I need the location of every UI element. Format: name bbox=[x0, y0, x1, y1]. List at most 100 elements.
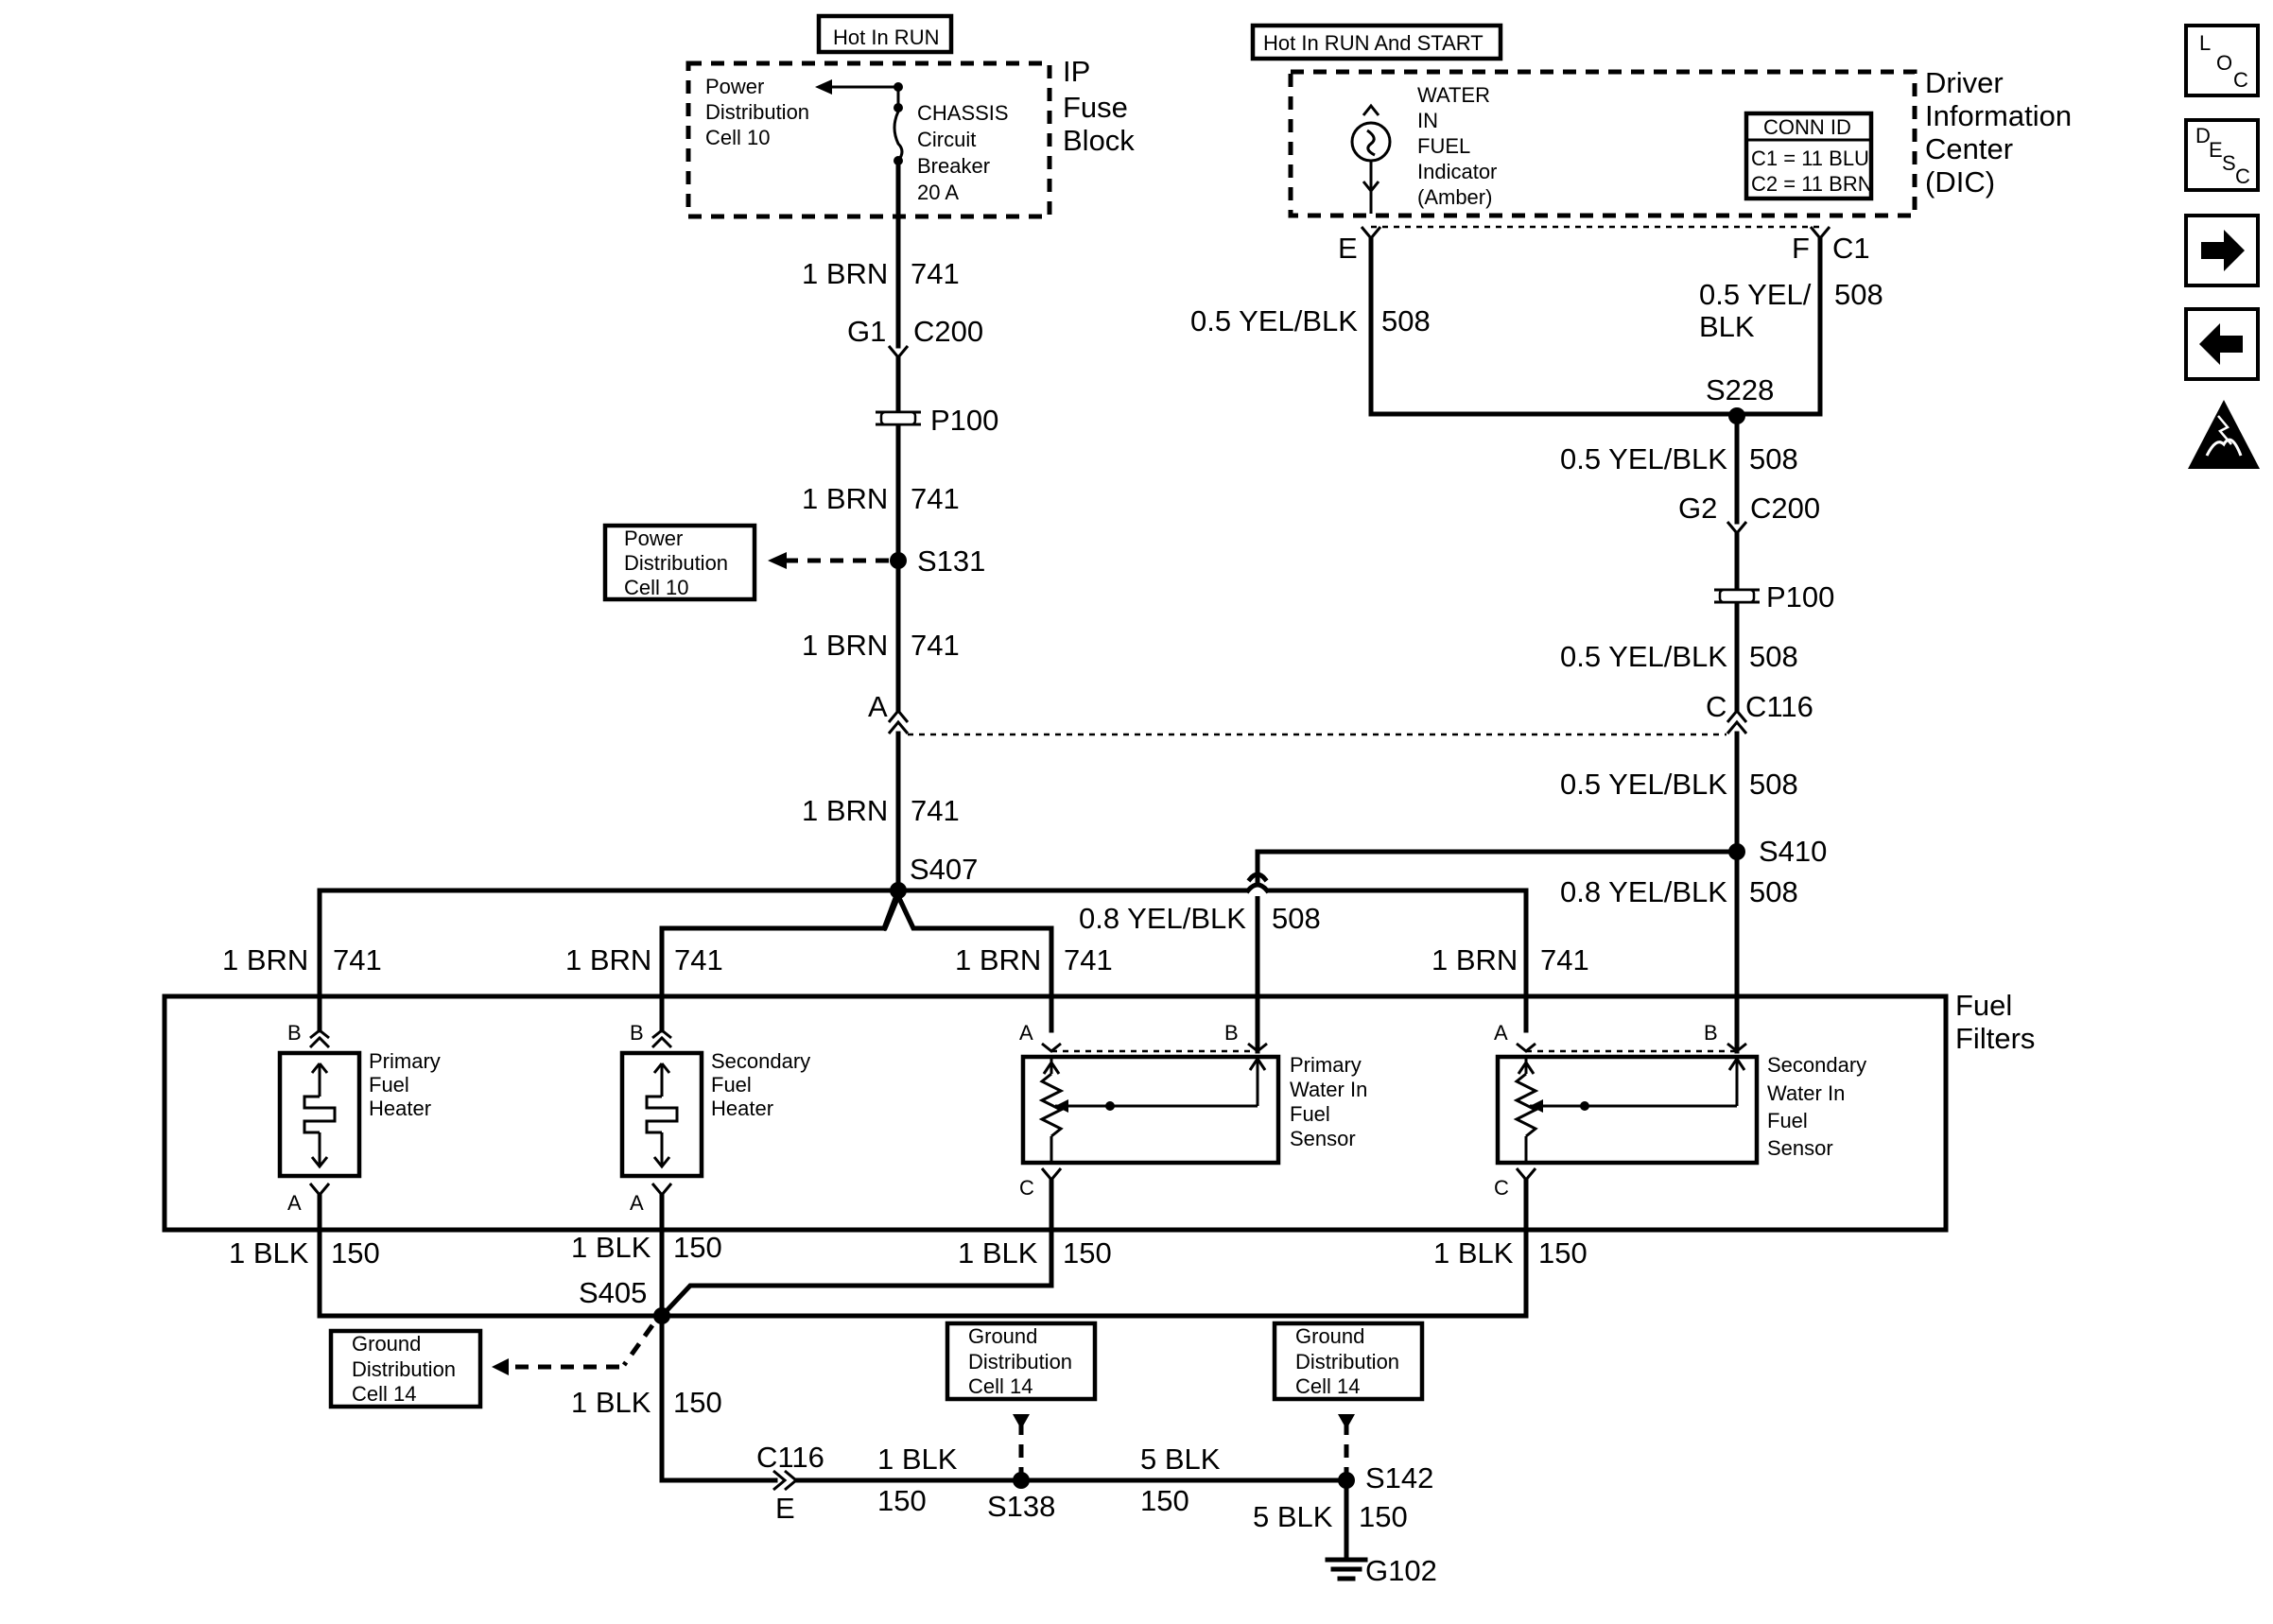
svg-text:IN: IN bbox=[1417, 109, 1438, 132]
circuit-150-ground: 1 BLK 150 1 BLK 150 1 BLK 150 1 BLK 150 … bbox=[229, 1177, 1588, 1587]
prev-page-button[interactable] bbox=[2184, 307, 2260, 381]
svg-text:Distribution: Distribution bbox=[705, 100, 809, 124]
svg-text:Indicator: Indicator bbox=[1417, 160, 1497, 183]
p100-connector-left bbox=[876, 410, 921, 426]
ref-ground-distribution-s138[interactable]: Ground bbox=[968, 1324, 1037, 1348]
svg-text:741: 741 bbox=[674, 943, 723, 976]
splice-s131: S131 bbox=[917, 544, 985, 578]
svg-text:S: S bbox=[2222, 151, 2236, 175]
svg-text:508: 508 bbox=[1749, 875, 1798, 908]
ground-g102: G102 bbox=[1365, 1554, 1437, 1587]
svg-text:D: D bbox=[2195, 124, 2211, 147]
svg-text:FUEL: FUEL bbox=[1417, 134, 1470, 158]
svg-text:741: 741 bbox=[333, 943, 382, 976]
svg-text:(Amber): (Amber) bbox=[1417, 185, 1492, 209]
svg-text:150: 150 bbox=[877, 1484, 927, 1517]
heater-element-icon bbox=[303, 1063, 337, 1169]
svg-text:E: E bbox=[775, 1492, 795, 1525]
svg-text:Cell 10: Cell 10 bbox=[624, 576, 688, 599]
esd-warning-icon bbox=[2188, 400, 2260, 469]
svg-text:1 BRN: 1 BRN bbox=[222, 943, 308, 976]
svg-text:Distribution: Distribution bbox=[1295, 1350, 1399, 1373]
splice-s407: S407 bbox=[910, 853, 978, 886]
svg-text:Fuel: Fuel bbox=[369, 1073, 409, 1097]
svg-text:L: L bbox=[2199, 31, 2211, 55]
sensor-resistor-icon bbox=[1513, 1056, 1746, 1161]
splice-s410: S410 bbox=[1759, 835, 1827, 868]
svg-text:741: 741 bbox=[1540, 943, 1589, 976]
svg-text:Fuel: Fuel bbox=[711, 1073, 752, 1097]
svg-text:0.5 YEL/BLK: 0.5 YEL/BLK bbox=[1560, 442, 1727, 475]
svg-text:Breaker: Breaker bbox=[917, 154, 990, 178]
svg-text:Fuse: Fuse bbox=[1063, 91, 1128, 124]
svg-text:741: 741 bbox=[911, 257, 960, 290]
ip-fuse-block-title: IP bbox=[1063, 55, 1090, 88]
conn-id-box: CONN ID C1 = 11 BLU C2 = 11 BRN bbox=[1744, 111, 1874, 201]
fuel-filters-title: Fuel bbox=[1955, 989, 2012, 1022]
svg-text:508: 508 bbox=[1272, 902, 1321, 935]
splice-s138: S138 bbox=[987, 1490, 1055, 1523]
ref-ground-distribution-s142[interactable]: Ground bbox=[1295, 1324, 1364, 1348]
svg-text:C1 = 11 BLU: C1 = 11 BLU bbox=[1751, 147, 1869, 170]
primary-water-in-fuel-sensor: A B Primary Water In Fuel Sensor bbox=[1019, 1021, 1367, 1200]
arrow-right-icon bbox=[2201, 230, 2245, 271]
svg-text:E: E bbox=[2209, 138, 2223, 162]
svg-text:Cell 14: Cell 14 bbox=[1295, 1374, 1360, 1398]
ref-ground-distribution[interactable]: Ground bbox=[352, 1332, 421, 1356]
svg-text:A: A bbox=[1494, 1021, 1508, 1045]
circuit-breaker-label: CHASSIS bbox=[917, 101, 1009, 125]
svg-text:B: B bbox=[1224, 1021, 1239, 1045]
svg-text:B: B bbox=[287, 1021, 302, 1045]
svg-text:C: C bbox=[2235, 164, 2250, 188]
svg-text:0.5 YEL/BLK: 0.5 YEL/BLK bbox=[1560, 640, 1727, 673]
svg-text:F: F bbox=[1792, 232, 1810, 265]
svg-text:Center: Center bbox=[1925, 132, 2013, 165]
svg-text:1 BLK: 1 BLK bbox=[571, 1386, 651, 1419]
loc-button[interactable]: L O C bbox=[2184, 24, 2260, 97]
svg-text:1 BLK: 1 BLK bbox=[571, 1231, 651, 1264]
svg-text:A: A bbox=[1019, 1021, 1033, 1045]
svg-text:1 BRN: 1 BRN bbox=[1431, 943, 1518, 976]
svg-text:1 BRN: 1 BRN bbox=[802, 629, 888, 662]
svg-text:508: 508 bbox=[1749, 442, 1798, 475]
svg-text:Heater: Heater bbox=[369, 1097, 431, 1120]
svg-text:WATER: WATER bbox=[1417, 83, 1490, 107]
svg-text:C116: C116 bbox=[756, 1441, 824, 1474]
secondary-fuel-heater: B Secondary Fuel Heater A bbox=[619, 1021, 810, 1215]
svg-text:A: A bbox=[287, 1191, 302, 1215]
power-dist-label: Power bbox=[705, 75, 764, 98]
svg-text:1 BRN: 1 BRN bbox=[802, 794, 888, 827]
svg-text:Fuel: Fuel bbox=[1290, 1102, 1330, 1126]
svg-text:150: 150 bbox=[331, 1236, 380, 1270]
svg-text:A: A bbox=[868, 690, 888, 723]
fuel-filters: Fuel Filters B Primary Fuel Heater A B bbox=[162, 989, 2035, 1233]
svg-text:1 BRN: 1 BRN bbox=[565, 943, 651, 976]
svg-text:20 A: 20 A bbox=[917, 181, 959, 204]
svg-text:741: 741 bbox=[1064, 943, 1113, 976]
ref-power-distribution[interactable]: Power bbox=[624, 527, 683, 550]
circuit-741-feed: 1 BRN 741 G1 C200 P100 1 BRN 741 S131 Po… bbox=[602, 158, 998, 893]
svg-text:Circuit: Circuit bbox=[917, 128, 976, 151]
svg-text:E: E bbox=[1338, 232, 1358, 265]
svg-text:508: 508 bbox=[1749, 640, 1798, 673]
splice-s142: S142 bbox=[1365, 1461, 1433, 1494]
svg-text:150: 150 bbox=[1538, 1236, 1588, 1270]
svg-text:Information: Information bbox=[1925, 99, 2072, 132]
svg-text:A: A bbox=[630, 1191, 644, 1215]
svg-text:Distribution: Distribution bbox=[352, 1357, 456, 1381]
next-page-button[interactable] bbox=[2184, 214, 2260, 287]
svg-text:Water In: Water In bbox=[1290, 1078, 1367, 1101]
svg-text:G1: G1 bbox=[847, 315, 886, 348]
water-in-fuel-indicator-icon bbox=[1350, 103, 1392, 214]
svg-text:B: B bbox=[1704, 1021, 1718, 1045]
svg-text:Distribution: Distribution bbox=[624, 551, 728, 575]
svg-text:0.8 YEL/BLK: 0.8 YEL/BLK bbox=[1079, 902, 1246, 935]
svg-text:1 BRN: 1 BRN bbox=[955, 943, 1041, 976]
svg-text:B: B bbox=[630, 1021, 644, 1045]
svg-text:150: 150 bbox=[1063, 1236, 1112, 1270]
desc-button[interactable]: D E S C bbox=[2184, 118, 2260, 192]
sensor-resistor-icon bbox=[1038, 1056, 1267, 1161]
svg-text:150: 150 bbox=[1140, 1484, 1189, 1517]
svg-text:O: O bbox=[2216, 51, 2232, 75]
hot-in-run-start-label: Hot In RUN And START bbox=[1263, 31, 1484, 55]
